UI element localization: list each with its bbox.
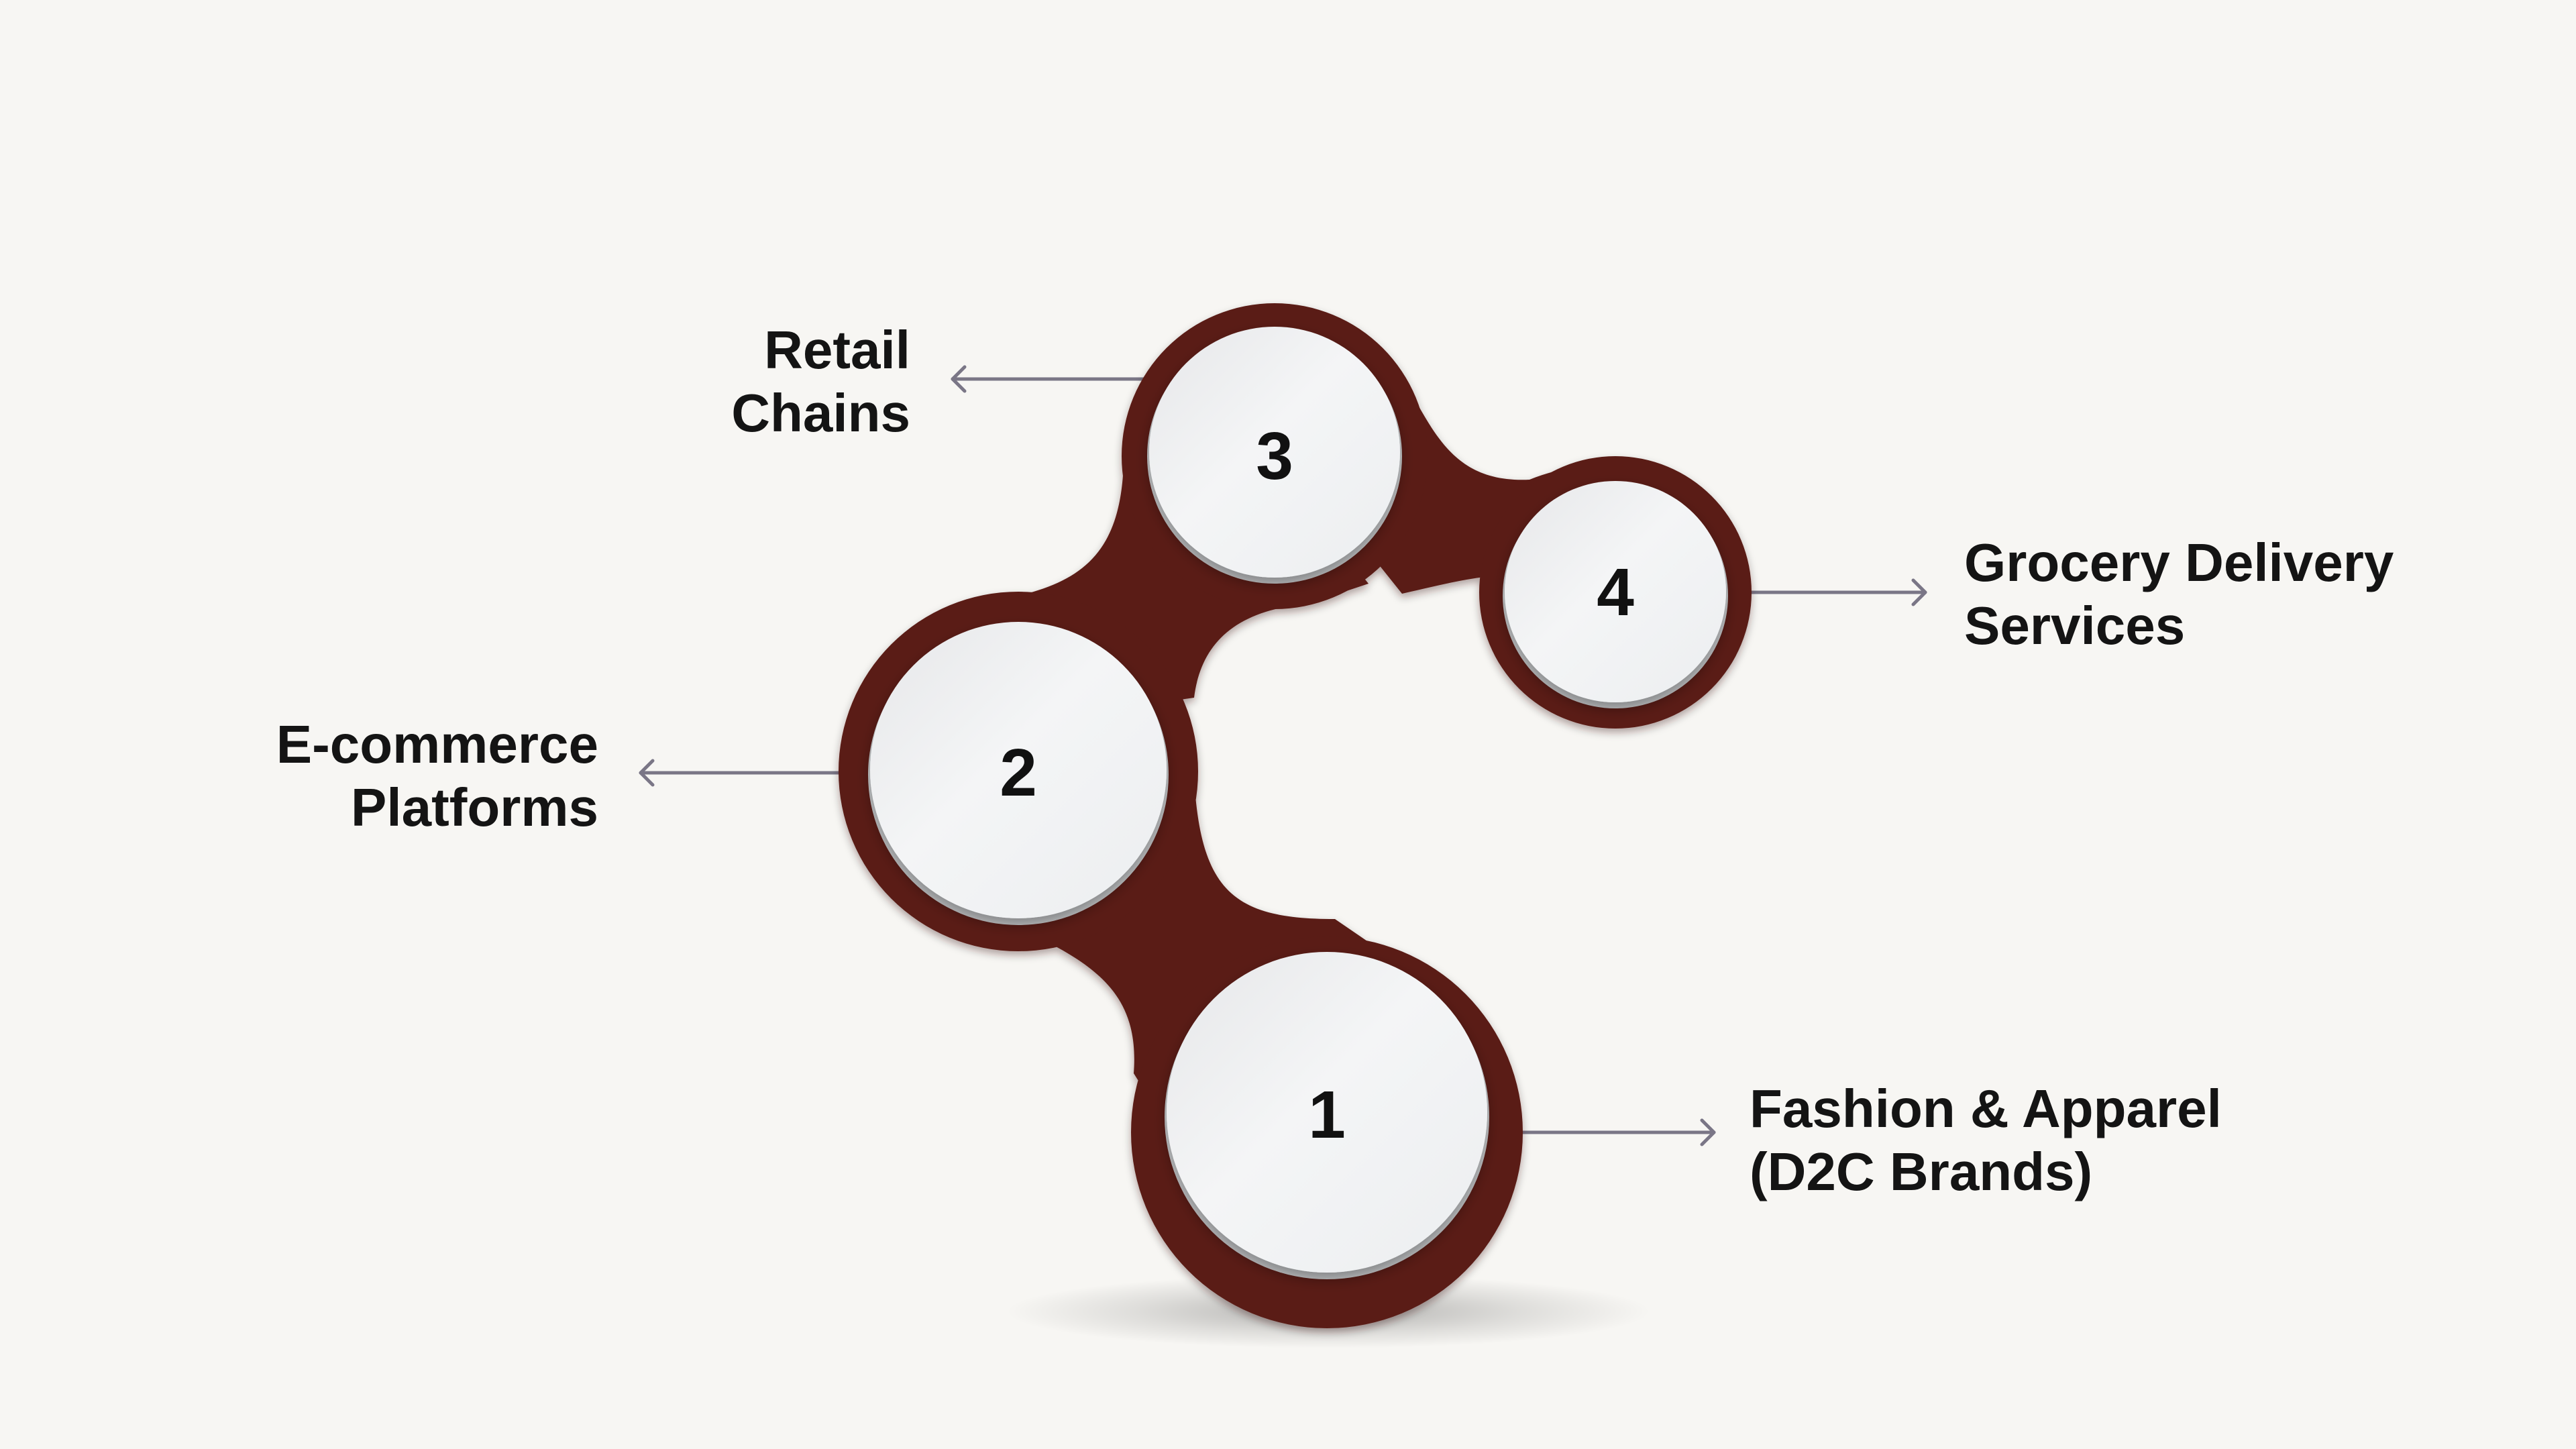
step-2-disc: 2 bbox=[868, 622, 1169, 925]
step-3-number: 3 bbox=[1256, 419, 1293, 494]
step-2-number: 2 bbox=[1000, 735, 1037, 810]
step-3-disc: 3 bbox=[1147, 327, 1402, 584]
connectors bbox=[639, 365, 1927, 1146]
step-4-disc: 4 bbox=[1503, 481, 1728, 708]
connector-arrow-1 bbox=[1517, 1118, 1716, 1146]
connector-arrow-4 bbox=[1746, 578, 1927, 606]
connector-arrow-3 bbox=[951, 365, 1146, 393]
step-discs: 3 2 1 4 bbox=[868, 327, 1728, 1279]
step-1-number: 1 bbox=[1308, 1077, 1346, 1152]
step-3-label: Retail Chains bbox=[731, 320, 910, 443]
step-1-disc: 1 bbox=[1165, 952, 1489, 1279]
step-4-number: 4 bbox=[1597, 555, 1634, 630]
connector-arrow-2 bbox=[639, 759, 844, 787]
step-1-label: Fashion & Apparel (D2C Brands) bbox=[1750, 1079, 2222, 1201]
step-2-label: E-commerce Platforms bbox=[276, 714, 598, 837]
step-4-label: Grocery Delivery Services bbox=[1964, 533, 2394, 655]
